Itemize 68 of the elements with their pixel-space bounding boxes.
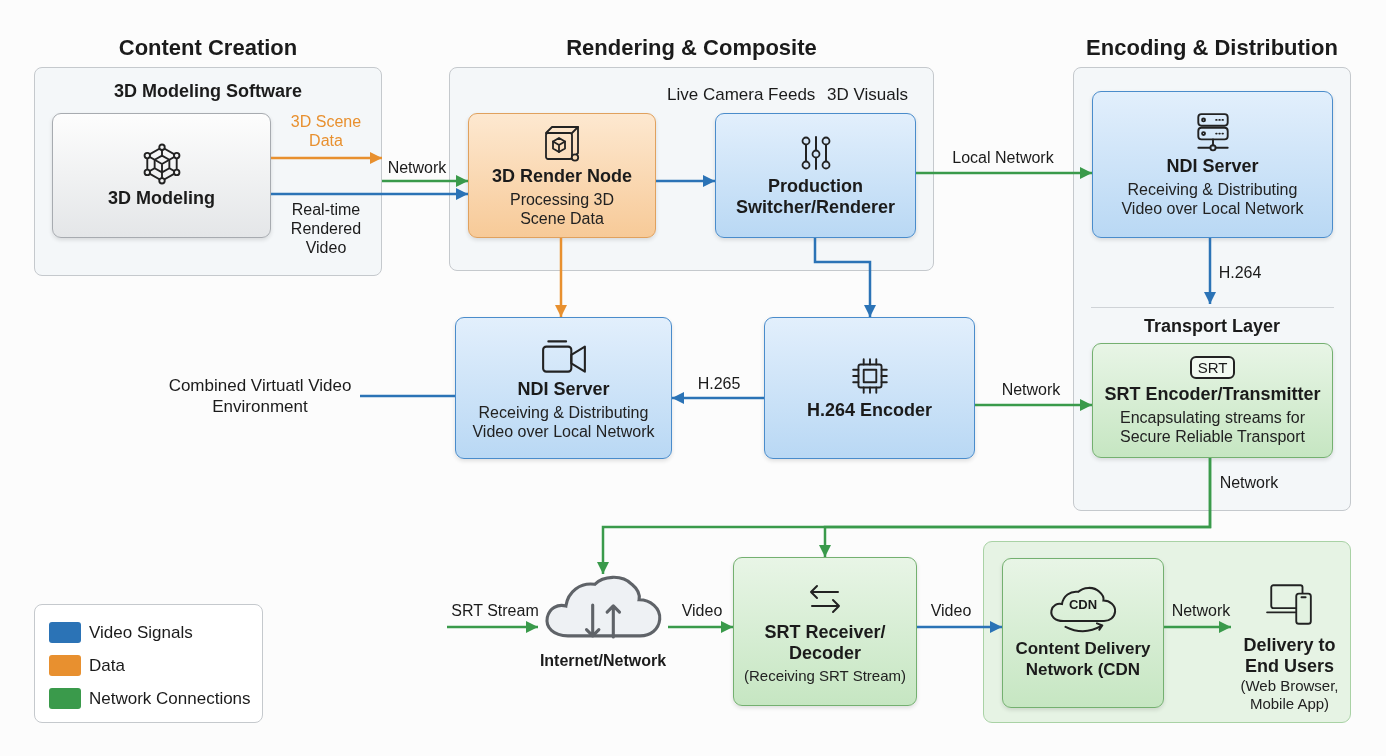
node-description: Receiving & Distributing Video over Local Network: [1120, 180, 1305, 218]
arrow: [447, 621, 538, 633]
arrow: [975, 399, 1092, 411]
section-label: Transport Layer: [1144, 315, 1280, 337]
group-panel: [983, 541, 1351, 723]
process-box: [455, 317, 672, 459]
process-box: [1002, 558, 1164, 708]
endpoint-label: Combined Virtuatl Video Environment: [160, 375, 360, 417]
annotation-label: Live Camera Feeds: [667, 85, 816, 105]
section-heading: Content Creation: [118, 34, 298, 62]
edge-label: Local Network: [952, 148, 1054, 167]
arrow: [668, 621, 733, 633]
node-description: Receiving & Distributing Video over Local Network: [471, 402, 656, 441]
arrow: [916, 167, 1092, 179]
node-title: 3D Modeling: [108, 187, 215, 209]
node-title: H.264 Encoder: [806, 400, 933, 421]
edge-label: 3D Scene Data: [289, 112, 363, 150]
edge-label: SRT Stream: [451, 601, 539, 620]
process-box: [764, 317, 975, 459]
edge-label: H.265: [697, 374, 741, 393]
node-description: (Web Browser, Mobile App): [1239, 677, 1340, 713]
process-box: [733, 557, 917, 706]
node-description: Encapsulating streams for Secure Reliable Transport: [1119, 407, 1306, 446]
node-title: SRT Encoder/Transmitter: [1104, 383, 1321, 405]
section-heading: Rendering & Composite: [566, 34, 817, 62]
process-box: [468, 113, 656, 238]
arrow: [672, 392, 764, 404]
arrow: [656, 175, 715, 187]
edge-label: H.264: [1218, 263, 1262, 282]
node-description: (Receiving SRT Stream): [744, 666, 906, 685]
edge-label: Network: [1171, 601, 1231, 620]
arrow: [271, 152, 382, 164]
edge-label: Network: [1001, 380, 1061, 399]
node-title: 3D Render Node: [492, 166, 632, 187]
process-box: [715, 113, 916, 238]
arrow: [819, 458, 1212, 557]
connector-line: [360, 394, 455, 398]
arrow: [1204, 238, 1216, 304]
edge-label: Video: [930, 601, 972, 620]
edge-label: Network: [387, 158, 447, 177]
arrow: [271, 188, 468, 200]
node-title: SRT Receiver/ Decoder: [763, 621, 887, 664]
annotation-label: 3D Visuals: [827, 85, 908, 105]
protocol-badge: SRT: [1189, 355, 1236, 379]
edge-label: Network: [1219, 473, 1279, 492]
node-title: Content Delivery Network (CDN: [1014, 638, 1152, 680]
arrow: [555, 238, 567, 317]
node-title: Production Switcher/Renderer: [734, 176, 897, 218]
arrow: [917, 621, 1002, 633]
process-box: [52, 113, 271, 238]
node-title: Internet/Network: [539, 651, 667, 671]
node-title: NDI Server: [1166, 156, 1259, 177]
node-description: Processing 3D Scene Data: [508, 190, 615, 228]
node-title: Delivery to End Users: [1242, 635, 1337, 677]
edge-label: Video: [681, 601, 723, 620]
icon-text: CDN: [1068, 597, 1098, 612]
section-heading: Encoding & Distribution: [1086, 34, 1338, 62]
node-title: NDI Server: [517, 378, 610, 400]
arrow: [382, 175, 468, 187]
arrow: [1164, 621, 1231, 633]
legend-label: Video Signals: [89, 622, 193, 643]
process-box: [1092, 343, 1333, 458]
legend-label: Data: [89, 655, 125, 676]
arrow: [813, 238, 876, 317]
edge-label: Real-time Rendered Video: [289, 200, 363, 257]
legend-label: Network Connections: [89, 688, 251, 709]
process-box: [1092, 91, 1333, 238]
panel-heading: 3D Modeling Software: [114, 80, 302, 102]
